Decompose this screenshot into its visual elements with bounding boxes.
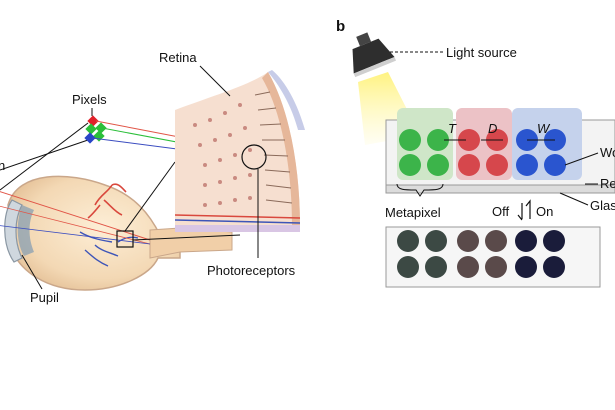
on-blue-disk (516, 154, 538, 176)
off-blue-disk (543, 230, 565, 252)
glass-label: Glas (590, 198, 615, 213)
cut-off-label: n (0, 158, 5, 173)
on-red-disk (486, 154, 508, 176)
off-green-disk (425, 230, 447, 252)
panel-a: n (0, 50, 305, 305)
panel-b: b Light source T D W (336, 18, 615, 288)
on-red-disk (458, 129, 480, 151)
metasurface-off (385, 226, 601, 288)
on-green-disk (399, 129, 421, 151)
dimension-t-label: T (448, 121, 457, 136)
on-green-disk (399, 154, 421, 176)
switch-on-label: On (536, 204, 553, 219)
dimension-d-label: D (488, 121, 497, 136)
resist-label: Re (600, 176, 615, 191)
pupil-label: Pupil (30, 290, 59, 305)
off-red-disk (485, 256, 507, 278)
off-blue-disk (515, 230, 537, 252)
off-red-disk (485, 230, 507, 252)
off-green-disk (397, 230, 419, 252)
on-green-disk (427, 129, 449, 151)
light-source-label: Light source (446, 45, 517, 60)
metapixel-label: Metapixel (385, 205, 441, 220)
retina-cross-section (174, 70, 305, 232)
metapixel-brace (396, 183, 444, 197)
off-blue-disk (515, 256, 537, 278)
switch-off-label: Off (492, 204, 509, 219)
photoreceptors-label: Photoreceptors (207, 263, 296, 278)
eye-illustration (0, 161, 241, 291)
off-blue-disk (543, 256, 565, 278)
on-blue-disk (544, 154, 566, 176)
on-green-disk (427, 154, 449, 176)
off-green-disk (425, 256, 447, 278)
panel-letter: b (336, 18, 345, 35)
pixels-label: Pixels (72, 92, 107, 107)
metasurface-on (385, 108, 615, 194)
retina-label: Retina (159, 50, 197, 65)
off-green-disk (397, 256, 419, 278)
waveguide-label: Wo (600, 145, 615, 160)
on-red-disk (458, 154, 480, 176)
dimension-w-label: W (537, 121, 551, 136)
off-red-disk (457, 256, 479, 278)
switch-arrows-icon (517, 199, 531, 221)
magnifier-circle (241, 144, 267, 170)
off-red-disk (457, 230, 479, 252)
